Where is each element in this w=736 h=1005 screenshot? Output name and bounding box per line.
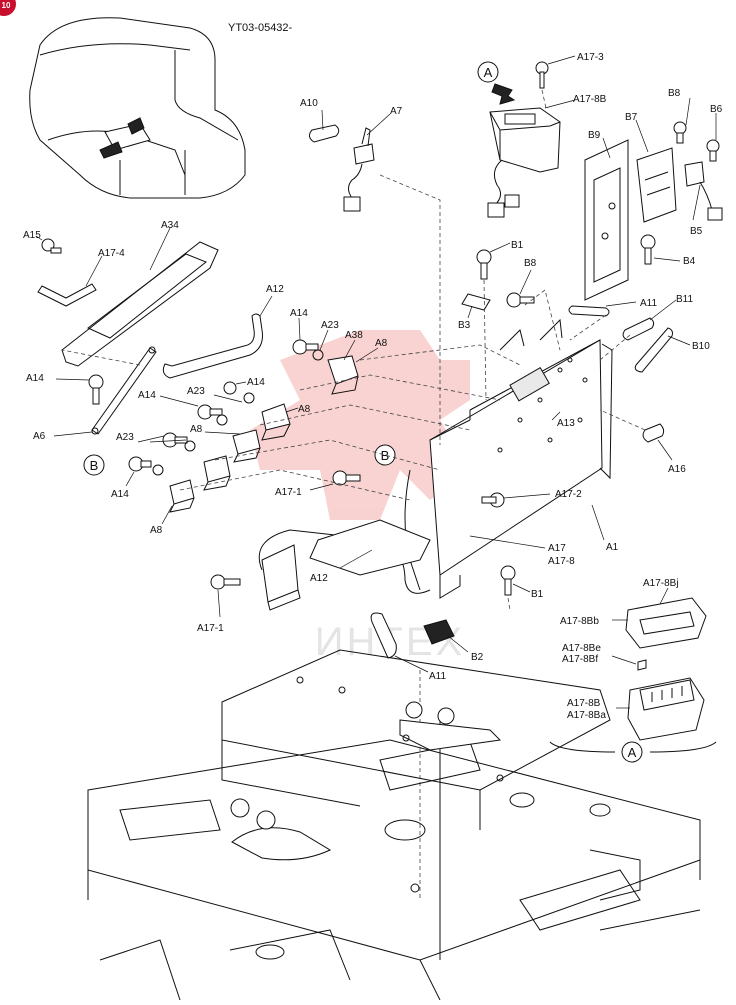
A17-3-bolt <box>535 55 576 109</box>
part-labels: A17-3 A17-8B A10 A7 B8 B6 B7 B9 B5 A34 A… <box>23 52 723 721</box>
label-A17-1-b: A17-1 <box>197 623 224 634</box>
rod-B11 <box>622 299 677 341</box>
label-A17-3: A17-3 <box>577 52 604 63</box>
A7-switch <box>343 113 391 212</box>
label-A16: A16 <box>668 464 686 475</box>
label-A7: A7 <box>390 106 403 117</box>
label-A8-c: A8 <box>190 424 203 435</box>
label-A8-a: A8 <box>375 338 388 349</box>
clip-B3 <box>461 293 491 319</box>
label-A11-bottom: A11 <box>429 671 446 682</box>
rod-A11-bottom <box>370 612 429 673</box>
svg-text:A: A <box>628 745 637 760</box>
label-A6: A6 <box>33 431 46 442</box>
label-B1-bottom: B1 <box>531 589 544 600</box>
label-A11-top: A11 <box>640 298 657 309</box>
svg-text:B: B <box>90 458 99 473</box>
label-A17-8B-inset: A17-8B <box>567 698 601 709</box>
rod-B10 <box>634 327 691 373</box>
label-A10: A10 <box>300 98 318 109</box>
label-A23-a: A23 <box>321 320 339 331</box>
label-B3: B3 <box>458 320 471 331</box>
label-A14-e: A14 <box>111 489 129 500</box>
sleeve-A16 <box>642 423 673 461</box>
label-A14-b: A14 <box>247 377 265 388</box>
handle-A12-top <box>162 295 273 379</box>
seat-illustration <box>29 17 246 199</box>
label-A17-8B: A17-8B <box>573 94 607 105</box>
label-A17-1-a: A17-1 <box>275 487 302 498</box>
label-A8-d: A8 <box>150 525 163 536</box>
label-B8-mid: B8 <box>524 258 537 269</box>
callout-A-top: A <box>477 61 499 83</box>
label-B4: B4 <box>683 256 696 267</box>
svg-text:B: B <box>381 448 390 463</box>
clamp-set-4 <box>137 432 231 491</box>
label-A1: A1 <box>606 542 619 553</box>
label-A34: A34 <box>161 220 179 231</box>
main-bracket-A1 <box>429 318 613 599</box>
panel-A34 <box>61 227 219 367</box>
relay-bracket-assembly <box>584 97 723 301</box>
label-A13: A13 <box>557 418 575 429</box>
label-A17-4: A17-4 <box>98 248 125 259</box>
bolt-A14-left <box>55 374 104 405</box>
harness-A17 <box>258 469 546 594</box>
label-A23-c: A23 <box>116 432 134 443</box>
label-B9: B9 <box>588 130 601 141</box>
rod-A11-top <box>568 301 637 317</box>
clamp-set-5 <box>125 456 195 525</box>
label-A15: A15 <box>23 230 41 241</box>
clamp-set-2 <box>213 381 299 441</box>
A10-rubber-piece <box>308 109 340 143</box>
block-B2 <box>423 619 469 653</box>
alignment-lines <box>179 174 646 900</box>
label-A14-a: A14 <box>290 308 308 319</box>
label-B1-top: B1 <box>511 240 524 251</box>
label-A17-8Bj: A17-8Bj <box>643 578 679 589</box>
page-badge: 10 <box>0 0 16 16</box>
label-A17-8: A17-8 <box>548 556 575 567</box>
label-A14-c: A14 <box>26 373 44 384</box>
label-A17: A17 <box>548 543 566 554</box>
label-A12-bottom-leader <box>339 549 373 569</box>
wrench-A17-4 <box>37 255 103 307</box>
label-A17-8Ba: A17-8Ba <box>567 710 606 721</box>
clamp-set-1 <box>292 317 379 395</box>
label-A12-bottom: A12 <box>310 573 328 584</box>
bolt-B1-bottom <box>500 565 531 596</box>
bolt-B8-mid <box>506 269 535 308</box>
machine-frame <box>87 649 701 1001</box>
label-A23-b: A23 <box>187 386 205 397</box>
label-A38: A38 <box>345 330 363 341</box>
callout-B-left: B <box>83 454 105 476</box>
svg-text:10: 10 <box>2 1 11 10</box>
label-B11: B11 <box>676 294 693 305</box>
bolt-A17-2 <box>481 492 551 508</box>
label-A17-8Bb: A17-8Bb <box>560 616 599 627</box>
stay-A6 <box>53 346 157 437</box>
drawing-code: YT03-05432- <box>228 22 293 34</box>
connector-A17-1 <box>210 470 361 618</box>
svg-text:A: A <box>484 65 493 80</box>
label-A14-d: A14 <box>138 390 156 401</box>
label-B8-top: B8 <box>668 88 681 99</box>
callout-B-center: B <box>374 444 396 466</box>
clamp-set-3 <box>159 395 261 463</box>
label-B5: B5 <box>690 226 703 237</box>
bolt-A15 <box>35 235 62 254</box>
label-A12-top: A12 <box>266 284 284 295</box>
label-B2: B2 <box>471 652 484 663</box>
inset-detail-A: A <box>549 587 717 763</box>
label-A8-b: A8 <box>298 404 311 415</box>
fuse-box-assembly <box>487 83 576 218</box>
label-B6: B6 <box>710 104 723 115</box>
bolt-B1-top <box>476 242 511 280</box>
label-A17-2: A17-2 <box>555 489 582 500</box>
label-B10: B10 <box>692 341 710 352</box>
label-A17-8Be: A17-8Be <box>562 643 601 654</box>
label-A17-8Bf: A17-8Bf <box>562 654 598 665</box>
label-B7: B7 <box>625 112 638 123</box>
